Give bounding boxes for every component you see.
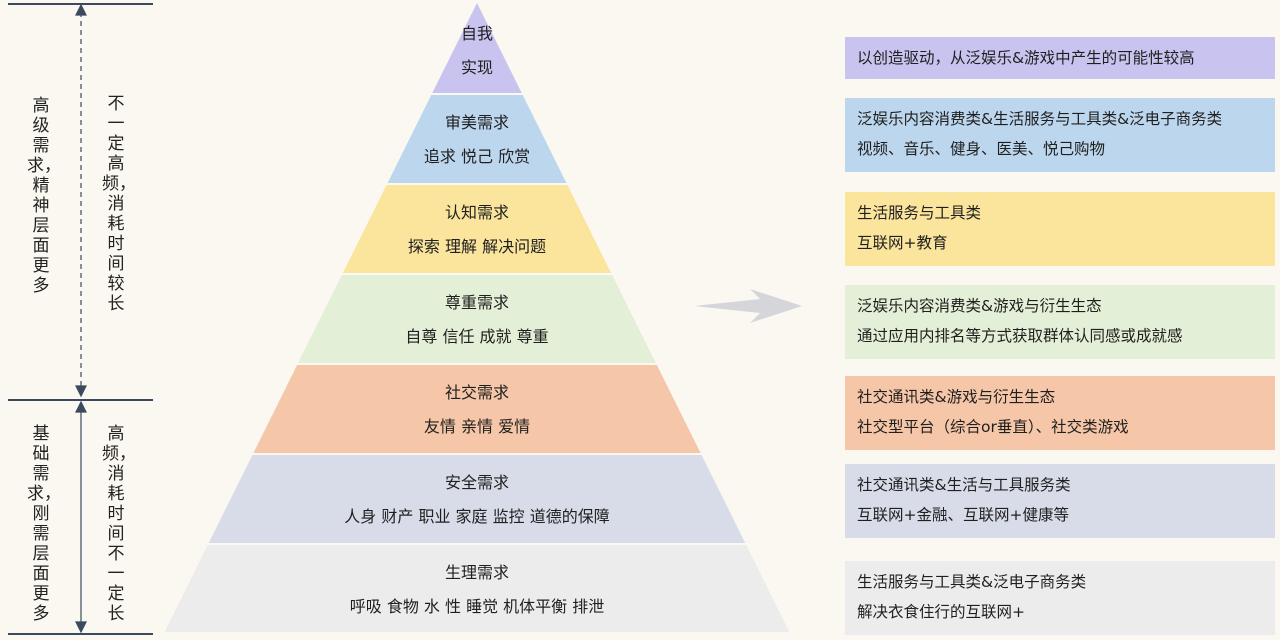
- box-line-2: 社交型平台（综合or垂直）、社交类游戏: [857, 418, 1129, 436]
- tier-label-4: 尊重需求自尊 信任 成就 尊重: [405, 289, 548, 347]
- tier-subtitle: 自尊 信任 成就 尊重: [405, 327, 549, 346]
- category-box-2: 泛娱乐内容消费类&生活服务与工具类&泛电子商务类视频、音乐、健身、医美、悦己购物: [845, 98, 1275, 172]
- tier-subtitle: 人身 财产 职业 家庭 监控 道德的保障: [344, 507, 610, 526]
- tier-subtitle: 呼吸 食物 水 性 睡觉 机体平衡 排泄: [349, 596, 605, 616]
- pyramid-tier-4: [298, 275, 656, 363]
- box-line-1: 泛娱乐内容消费类&游戏与衍生生态: [857, 297, 1102, 315]
- tier-label-1: 自我实现: [461, 20, 493, 78]
- box-line-1: 社交通讯类&游戏与衍生生态: [857, 388, 1056, 406]
- maslow-pyramid: [164, 3, 790, 632]
- category-box-3: 生活服务与工具类互联网+教育: [845, 192, 1275, 266]
- upper-arrow-head-down: [75, 385, 87, 398]
- tier-title: 尊重需求: [444, 293, 510, 312]
- category-box-5: 社交通讯类&游戏与衍生生态社交型平台（综合or垂直）、社交类游戏: [845, 376, 1275, 450]
- tier-title: 审美需求: [444, 113, 509, 132]
- lower-arrow-head-down: [75, 621, 87, 634]
- box-line-2: 互联网+教育: [857, 234, 948, 252]
- box-line-1: 以创造驱动，从泛娱乐&游戏中产生的可能性较高: [857, 49, 1195, 67]
- lower-inner-label: 高频，消耗时间不一定长: [102, 424, 136, 624]
- upper-outer-label: 高级需求，精神层面更多: [27, 96, 61, 296]
- middle-divider-line: [8, 399, 153, 401]
- category-box-4: 泛娱乐内容消费类&游戏与衍生生态通过应用内排名等方式获取群体认同感或成就感: [845, 285, 1275, 359]
- box-line-2: 通过应用内排名等方式获取群体认同感或成就感: [857, 327, 1183, 345]
- pyramid-tier-1: [432, 3, 522, 93]
- tier-subtitle: 探索 理解 解决问题: [407, 237, 547, 256]
- tier-label-5: 社交需求友情 亲情 爱情: [424, 379, 530, 437]
- box-line-1: 泛娱乐内容消费类&生活服务与工具类&泛电子商务类: [857, 110, 1223, 128]
- box-line-1: 生活服务与工具类: [857, 204, 982, 222]
- lower-arrow-head-up: [75, 400, 87, 413]
- box-line-2: 互联网+金融、互联网+健康等: [857, 506, 1069, 524]
- tier-subtitle: 实现: [460, 58, 494, 77]
- upper-arrow-head-up: [75, 3, 87, 16]
- tier-subtitle: 追求 悦己 欣赏: [423, 147, 531, 166]
- pyramid-tier-7: [164, 545, 790, 632]
- vertical-arrows: [75, 3, 87, 634]
- tier-title: 社交需求: [444, 383, 509, 402]
- pyramid-tier-5: [253, 365, 701, 453]
- box-line-2: 视频、音乐、健身、医美、悦己购物: [857, 140, 1106, 158]
- tier-subtitle: 友情 亲情 爱情: [423, 417, 531, 436]
- pyramid-tier-6: [208, 455, 746, 543]
- box-line-2: 解决衣食住行的互联网+: [857, 603, 1025, 621]
- category-box-7: 生活服务与工具类&泛电子商务类解决衣食住行的互联网+: [845, 561, 1275, 635]
- bottom-divider-line: [8, 633, 153, 635]
- right-arrow-icon: [694, 289, 802, 323]
- box-line-1: 社交通讯类&生活与工具服务类: [857, 476, 1071, 494]
- tier-title: 认知需求: [444, 203, 509, 222]
- category-box-1: 以创造驱动，从泛娱乐&游戏中产生的可能性较高: [845, 37, 1275, 79]
- upper-inner-label: 不一定高频，消耗时间较长: [102, 94, 136, 314]
- tier-title: 安全需求: [444, 473, 509, 492]
- tier-label-6: 安全需求人身 财产 职业 家庭 监控 道德的保障: [344, 469, 609, 527]
- tier-title: 自我: [460, 24, 494, 43]
- lower-outer-label: 基础需求，刚需层面更多: [27, 424, 61, 624]
- pyramid-tier-2: [387, 95, 567, 183]
- pyramid-tier-3: [342, 185, 612, 273]
- top-divider-line: [8, 3, 153, 5]
- tier-title: 生理需求: [444, 562, 509, 582]
- tier-label-3: 认知需求探索 理解 解决问题: [408, 199, 546, 257]
- tier-label-7: 生理需求呼吸 食物 水 性 睡觉 机体平衡 排泄: [350, 559, 605, 617]
- category-box-6: 社交通讯类&生活与工具服务类互联网+金融、互联网+健康等: [845, 464, 1275, 538]
- tier-label-2: 审美需求追求 悦己 欣赏: [424, 109, 530, 167]
- box-line-1: 生活服务与工具类&泛电子商务类: [857, 573, 1087, 591]
